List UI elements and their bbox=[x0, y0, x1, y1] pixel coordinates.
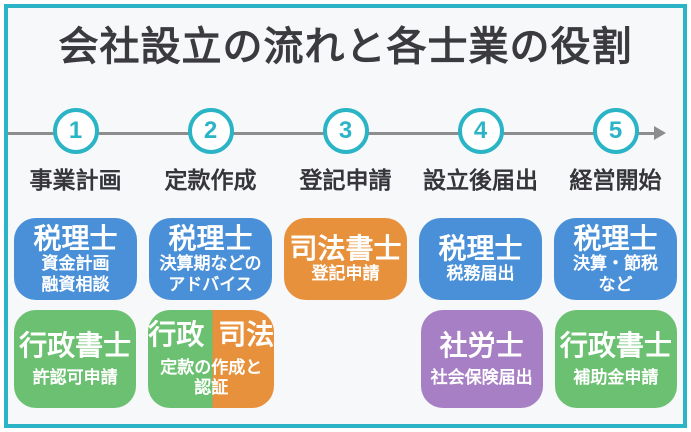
role-card-labor-consultant: 社労士 社会保険届出 bbox=[420, 310, 543, 408]
role-card-subtitle: 社会保険届出 bbox=[430, 367, 533, 387]
role-card-title: 税理士 bbox=[438, 233, 523, 265]
role-card-title: 行政 司法 bbox=[148, 319, 275, 351]
step-circle-2: 2 bbox=[187, 108, 234, 154]
role-card-subtitle: 決算・節税 bbox=[573, 254, 658, 274]
role-card-admin-scrivener-2: 行政書士 補助金申請 bbox=[554, 310, 677, 408]
role-card-tax-accountant-3: 税理士 税務届出 bbox=[419, 218, 542, 300]
step-circle-3: 3 bbox=[322, 108, 369, 154]
role-card-subtitle: 登記申請 bbox=[311, 264, 380, 284]
role-card-subtitle: 定款の作成と bbox=[160, 357, 263, 377]
role-card-subtitle: 融資相談 bbox=[41, 274, 110, 294]
role-cards-row-2: 行政書士 許認可申請 行政 司法 定款の作成と 認証 社労士 社会保険届出 行政… bbox=[14, 310, 677, 408]
role-card-tax-accountant-1: 税理士 資金計画 融資相談 bbox=[14, 218, 137, 300]
role-card-subtitle: 決算期などの bbox=[159, 254, 262, 274]
role-card-judicial-scrivener: 司法書士 登記申請 bbox=[284, 218, 407, 300]
timeline-arrow-icon bbox=[654, 126, 666, 140]
role-cards-row-1: 税理士 資金計画 融資相談 税理士 決算期などの アドバイス 司法書士 登記申請… bbox=[14, 218, 677, 300]
role-card-title: 社労士 bbox=[439, 329, 524, 361]
role-card-title: 行政書士 bbox=[559, 329, 672, 361]
role-card-title-right: 司法 bbox=[218, 319, 275, 351]
role-card-title: 税理士 bbox=[168, 222, 253, 254]
role-card-title: 司法書士 bbox=[289, 233, 402, 265]
step-number: 1 bbox=[68, 117, 83, 144]
role-card-subtitle: 資金計画 bbox=[41, 254, 110, 274]
role-card-admin-judicial-split: 行政 司法 定款の作成と 認証 bbox=[148, 310, 275, 408]
role-card-title: 税理士 bbox=[33, 222, 118, 254]
role-card-title-left: 行政 bbox=[148, 319, 205, 351]
role-card-tax-accountant-2: 税理士 決算期などの アドバイス bbox=[149, 218, 272, 300]
step-circle-5: 5 bbox=[592, 108, 639, 154]
role-card-tax-accountant-4: 税理士 決算・節税 など bbox=[554, 218, 677, 300]
step-number: 5 bbox=[608, 117, 623, 144]
step-label-post-filing: 設立後届出 bbox=[423, 167, 538, 193]
step-number: 3 bbox=[338, 117, 353, 144]
step-labels: 事業計画 定款作成 登記申請 設立後届出 経営開始 bbox=[14, 161, 677, 195]
role-card-admin-scrivener-1: 行政書士 許認可申請 bbox=[14, 310, 137, 408]
step-label-start-business: 経営開始 bbox=[569, 167, 662, 193]
role-card-subtitle: アドバイス bbox=[168, 274, 253, 294]
role-card-title: 税理士 bbox=[573, 222, 658, 254]
step-number: 4 bbox=[473, 117, 488, 144]
role-card-subtitle: 補助金申請 bbox=[573, 367, 659, 387]
role-card-subtitle: 税務届出 bbox=[446, 264, 515, 284]
step-number: 2 bbox=[203, 117, 218, 144]
step-label-registration: 登記申請 bbox=[299, 167, 392, 193]
step-circle-4: 4 bbox=[457, 108, 504, 154]
step-label-business-plan: 事業計画 bbox=[29, 167, 122, 193]
role-card-subtitle: 認証 bbox=[194, 378, 229, 398]
infographic-frame: 会社設立の流れと各士業の役割 1 2 3 4 5 事業計画 定款作成 登記申請 … bbox=[4, 4, 687, 428]
role-card-subtitle: など bbox=[598, 274, 633, 294]
role-card-subtitle: 許認可申請 bbox=[32, 367, 118, 387]
timeline-circles: 1 2 3 4 5 bbox=[14, 108, 677, 154]
step-circle-1: 1 bbox=[52, 108, 99, 154]
role-card-title: 行政書士 bbox=[19, 329, 132, 361]
step-label-articles: 定款作成 bbox=[164, 167, 257, 193]
page-title: 会社設立の流れと各士業の役割 bbox=[58, 25, 633, 69]
